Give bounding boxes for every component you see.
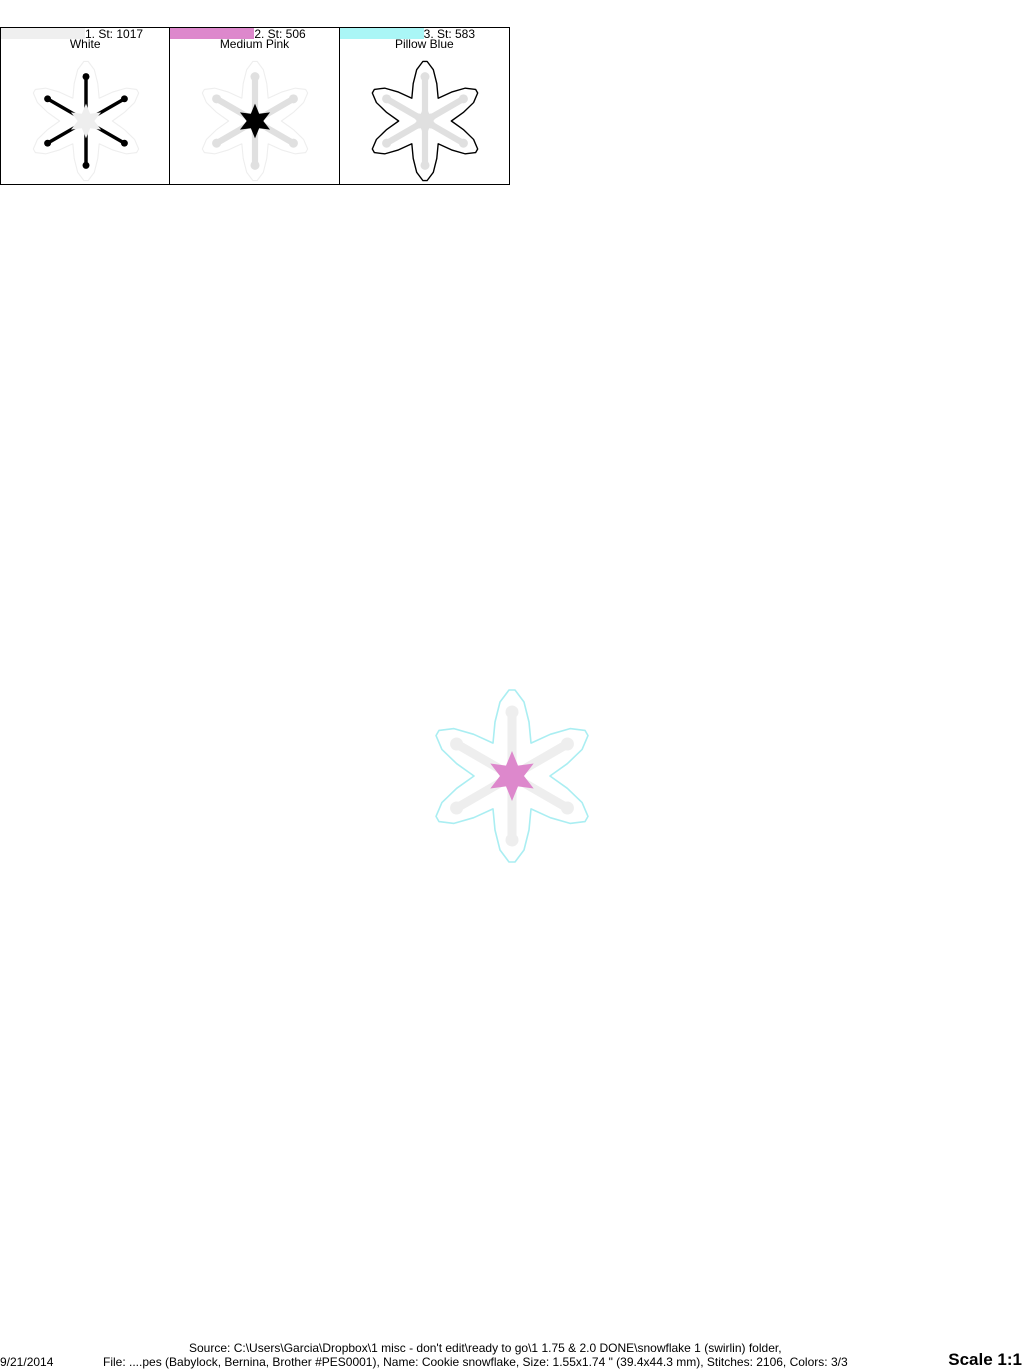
snowflake-preview-blue (371, 60, 479, 182)
arm-tip (381, 94, 391, 104)
arm-tip (458, 94, 468, 104)
snowflake-preview-pink (202, 60, 309, 182)
arm-tip (82, 161, 90, 169)
center-star (240, 103, 271, 139)
arm-tip (381, 138, 391, 148)
arm-tip (212, 94, 222, 104)
color-name-label: Medium Pink (219, 37, 290, 51)
scale-label: Scale 1:1 (948, 1350, 1022, 1369)
arm-tip (420, 160, 430, 170)
arm-tip (44, 139, 52, 147)
color-bar-medium-pink (170, 28, 255, 39)
stitch-count-label: 3. St: 583 (423, 27, 476, 41)
arm-tip (212, 138, 222, 148)
arm-tip (82, 73, 90, 81)
print-date: 9/21/2014 (0, 1355, 54, 1369)
swatch-pillow-blue: 3. St: 583 Pillow Blue (339, 27, 509, 184)
arm-tip (458, 138, 468, 148)
outline-stitches (371, 60, 479, 182)
color-swatch-strip: 1. St: 1017 White 2. St: 506 Medium Pink… (0, 27, 510, 185)
swatch-white: 1. St: 1017 White (1, 27, 171, 184)
arm-tip (450, 737, 464, 751)
file-info: File: ....pes (Babylock, Bernina, Brothe… (103, 1355, 848, 1369)
color-name-label: White (69, 37, 101, 51)
color-name-label: Pillow Blue (394, 37, 454, 51)
arm-tip (560, 737, 574, 751)
center-star (490, 751, 534, 801)
outline-stitches (32, 60, 140, 182)
source-path: Source: C:\Users\Garcia\Dropbox\1 misc -… (189, 1341, 782, 1355)
arm-tip (505, 705, 519, 719)
color-bar-pillow-blue (339, 28, 424, 39)
stitch-count-label: 2. St: 506 (254, 27, 306, 41)
snowflake-preview-white (32, 60, 140, 182)
arm-tip (420, 72, 430, 82)
arm-tip (450, 801, 464, 815)
arm-tip (289, 138, 299, 148)
swatch-medium-pink: 2. St: 506 Medium Pink (170, 27, 340, 184)
center-star (70, 103, 102, 139)
arm-tip (120, 139, 128, 147)
color-bar-white (1, 28, 85, 39)
arm-tip (289, 94, 299, 104)
outline-stitches (202, 60, 309, 182)
arm-tip (120, 95, 128, 103)
print-footer: Source: C:\Users\Garcia\Dropbox\1 misc -… (0, 1340, 1024, 1370)
arm-tip (250, 160, 260, 170)
arm-tip (505, 833, 519, 847)
center-star (409, 103, 440, 139)
arm-tip (44, 95, 52, 103)
stitch-count-label: 1. St: 1017 (85, 27, 144, 41)
arm-tip (560, 801, 574, 815)
arm-tip (250, 72, 260, 82)
outline-stitches (435, 689, 589, 863)
snowflake-design (435, 689, 589, 863)
